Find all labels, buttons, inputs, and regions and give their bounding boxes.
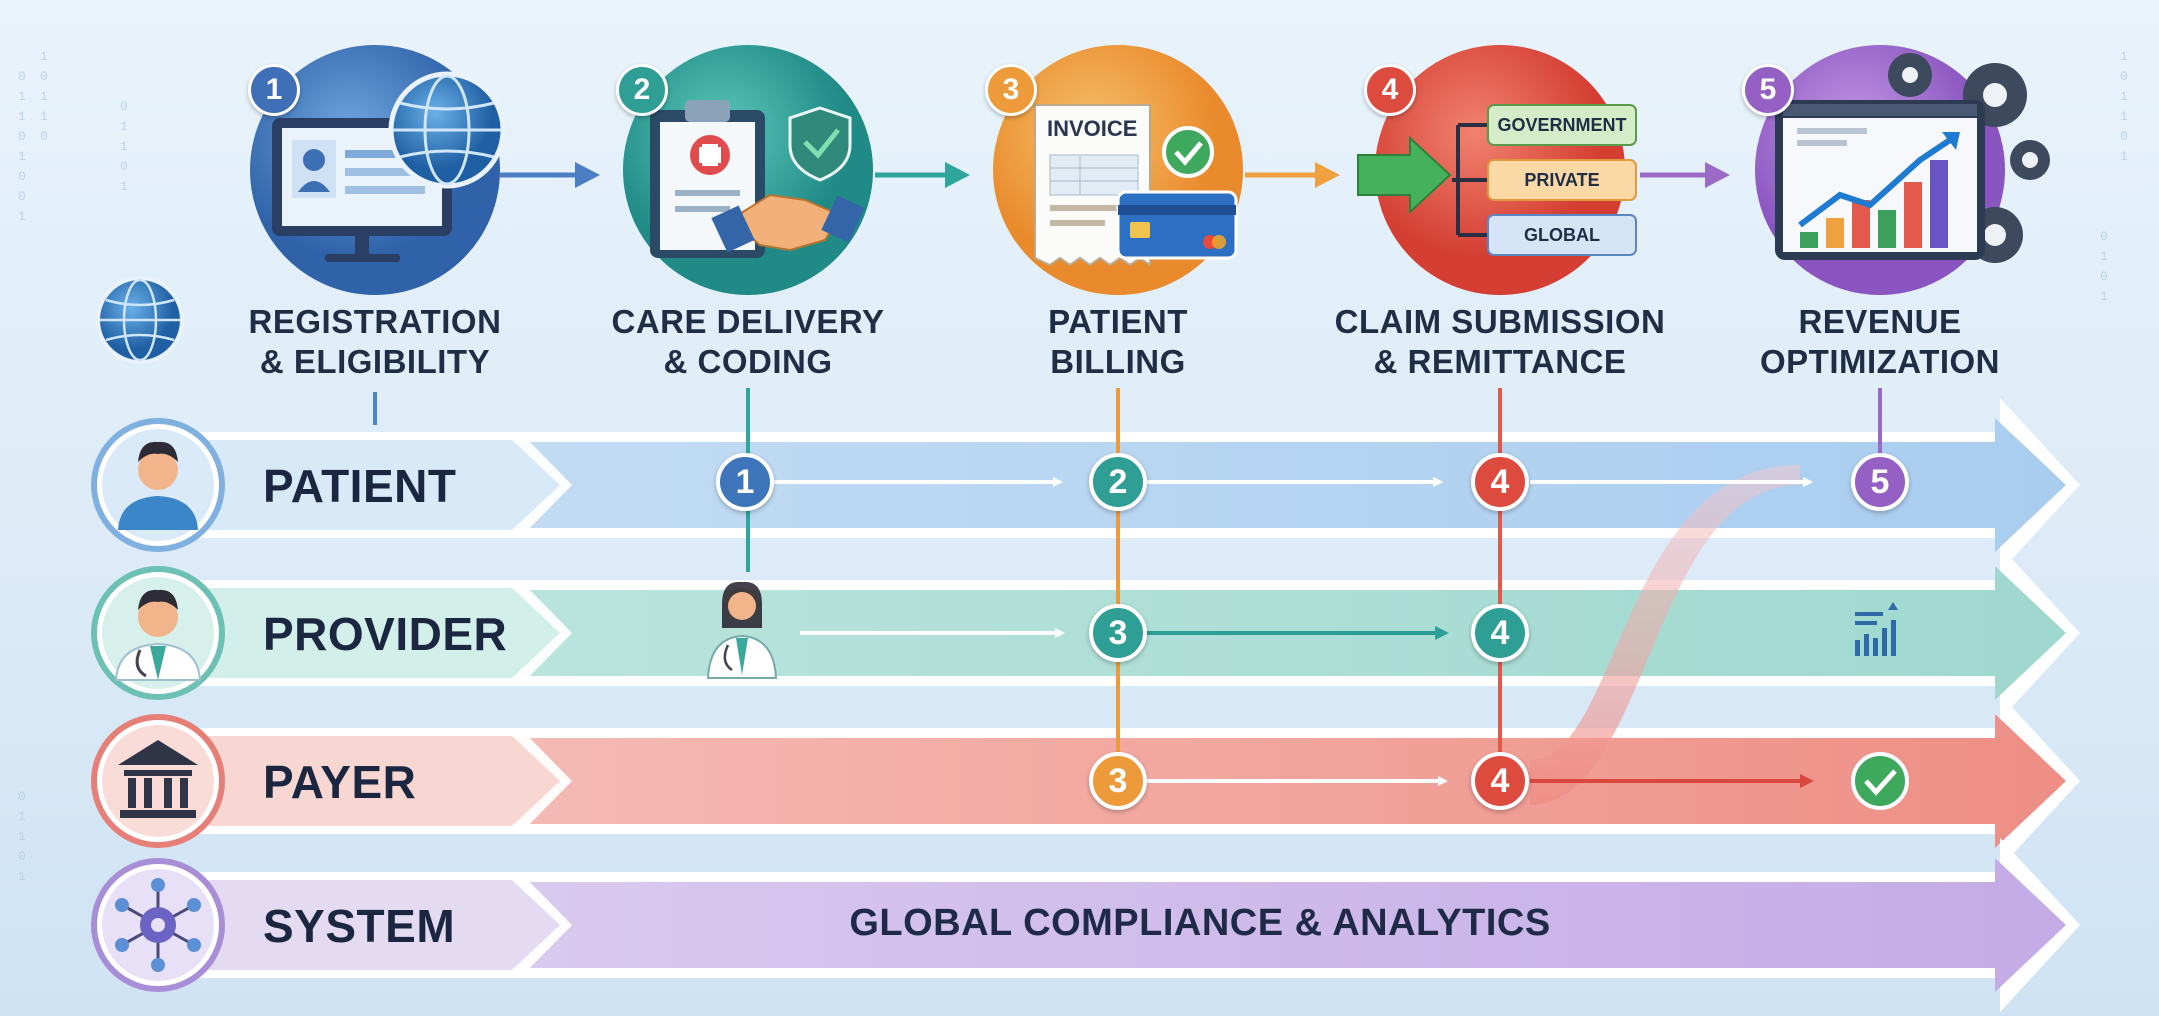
step-title-line: CARE DELIVERY — [611, 303, 885, 340]
svg-text:0: 0 — [2120, 69, 2128, 84]
step-number-badge: 5 — [1742, 64, 1794, 116]
step-title-line: BILLING — [1050, 343, 1186, 380]
payer-to-patient-ribbon — [1530, 465, 1800, 805]
svg-text:0: 0 — [18, 69, 26, 84]
svg-text:1: 1 — [120, 179, 128, 194]
svg-text:1: 1 — [40, 109, 48, 124]
payer-government: GOVERNMENT — [1497, 115, 1627, 135]
globe-icon — [96, 276, 184, 364]
step4-illustration — [1357, 45, 1637, 295]
svg-text:0: 0 — [2100, 229, 2108, 244]
payer-global: GLOBAL — [1524, 225, 1600, 245]
check-circle-icon — [1851, 752, 1909, 810]
svg-text:0: 0 — [120, 159, 128, 174]
svg-text:0: 0 — [18, 789, 26, 804]
lane-label-system: SYSTEM — [263, 900, 456, 952]
flow-badge-payer: 3 — [1089, 752, 1147, 810]
flow-badge-patient: 1 — [716, 453, 774, 511]
flow-badge-patient: 4 — [1471, 453, 1529, 511]
svg-text:0: 0 — [40, 129, 48, 144]
step3-illustration — [993, 45, 1243, 295]
invoice-label: INVOICE — [1047, 116, 1138, 141]
svg-text:1: 1 — [18, 89, 26, 104]
svg-text:0: 0 — [120, 99, 128, 114]
flow-arrows — [770, 477, 1814, 788]
svg-text:0: 0 — [18, 189, 26, 204]
svg-text:1: 1 — [2100, 289, 2108, 304]
svg-text:1: 1 — [40, 49, 48, 64]
step-title-line: OPTIMIZATION — [1759, 343, 2001, 380]
svg-text:0: 0 — [2120, 129, 2128, 144]
step-number-badge: 4 — [1364, 64, 1416, 116]
svg-text:1: 1 — [2120, 89, 2128, 104]
step1-illustration — [250, 45, 506, 295]
network-gear-icon — [91, 858, 225, 992]
step5-illustration — [1755, 45, 2050, 295]
analytics-icon — [1855, 602, 1898, 656]
svg-text:1: 1 — [18, 829, 26, 844]
svg-text:1: 1 — [18, 109, 26, 124]
top-step-arrows — [500, 162, 1730, 188]
svg-text:0: 0 — [40, 69, 48, 84]
svg-text:0: 0 — [2100, 269, 2108, 284]
svg-text:1: 1 — [18, 809, 26, 824]
step-number-badge: 2 — [616, 64, 668, 116]
svg-text:0: 0 — [18, 169, 26, 184]
step-title-line: PATIENT — [1048, 303, 1188, 340]
flow-badge-patient: 2 — [1089, 453, 1147, 511]
system-banner-text: GLOBAL COMPLIANCE & ANALYTICS — [849, 902, 1551, 944]
flow-badge-payer: 4 — [1471, 752, 1529, 810]
payer-private: PRIVATE — [1524, 170, 1600, 190]
step-title-registration: REGISTRATION & ELIGIBILITY — [185, 302, 565, 382]
bank-building-icon — [91, 714, 225, 848]
lane-system-arrow — [200, 838, 2080, 1012]
step-title-line: & CODING — [663, 343, 833, 380]
svg-text:0: 0 — [18, 129, 26, 144]
lane-label-chevrons — [130, 432, 572, 978]
svg-text:1: 1 — [18, 149, 26, 164]
svg-text:0: 0 — [18, 849, 26, 864]
svg-text:1: 1 — [2120, 109, 2128, 124]
svg-text:1: 1 — [120, 119, 128, 134]
lane-label-payer: PAYER — [263, 756, 417, 808]
doctor-avatar-icon — [91, 566, 225, 700]
lane-label-patient: PATIENT — [263, 460, 457, 512]
svg-text:1: 1 — [120, 139, 128, 154]
svg-text:1: 1 — [2120, 49, 2128, 64]
step-title-line: & ELIGIBILITY — [259, 343, 491, 380]
flow-badge-patient: 5 — [1851, 453, 1909, 511]
flow-badge-provider: 4 — [1471, 604, 1529, 662]
step-title-revenue-optimization: REVENUE OPTIMIZATION — [1690, 302, 2070, 382]
step-title-line: REVENUE — [1798, 303, 1962, 340]
flow-badge-provider: 3 — [1089, 604, 1147, 662]
svg-text:1: 1 — [18, 209, 26, 224]
step-number-badge: 3 — [985, 64, 1037, 116]
patient-avatar-icon — [91, 418, 225, 552]
svg-text:1: 1 — [2120, 149, 2128, 164]
step-title-line: REGISTRATION — [248, 303, 502, 340]
svg-text:1: 1 — [2100, 249, 2108, 264]
step2-illustration — [623, 45, 873, 295]
step-title-patient-billing: PATIENT BILLING — [928, 302, 1308, 382]
svg-text:1: 1 — [40, 89, 48, 104]
step-title-line: & REMITTANCE — [1373, 343, 1627, 380]
step-number-badge: 1 — [248, 64, 300, 116]
step-title-claim-submission: CLAIM SUBMISSION & REMITTANCE — [1310, 302, 1690, 382]
svg-text:1: 1 — [18, 869, 26, 884]
lane-label-provider: PROVIDER — [263, 608, 508, 660]
doctor-figure-icon — [706, 581, 778, 679]
step-title-care-delivery: CARE DELIVERY & CODING — [558, 302, 938, 382]
step-title-line: CLAIM SUBMISSION — [1334, 303, 1666, 340]
